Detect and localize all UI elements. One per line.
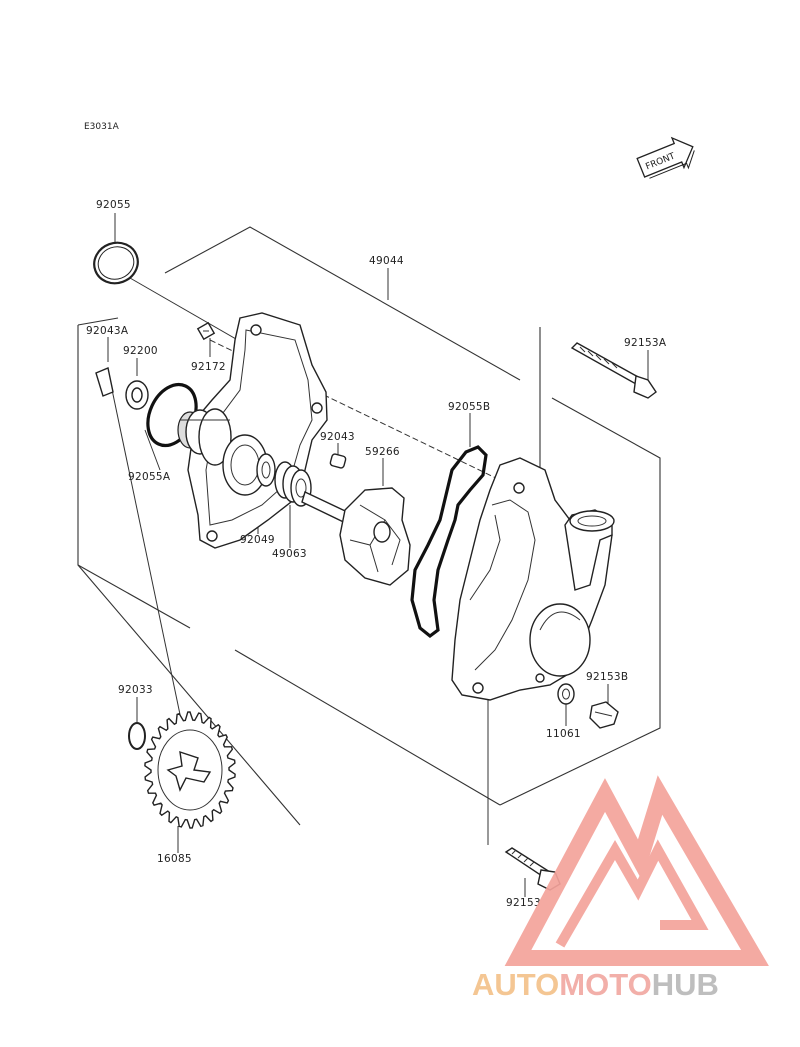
circlip-92033	[128, 722, 146, 750]
o-ring-92055B	[410, 445, 488, 639]
label-92153A: 92153A	[624, 337, 667, 349]
impeller-59266	[339, 487, 411, 586]
label-59266: 59266	[365, 446, 400, 458]
pump-body	[177, 312, 328, 549]
oil-seal-92049	[256, 453, 276, 487]
part-labels: 92055 49044 92043A 92200 92172 92153A 92…	[86, 199, 667, 909]
watermark-part-moto: MOTO	[559, 967, 651, 1002]
watermark-part-auto: AUTO	[472, 967, 559, 1002]
label-11061: 11061	[546, 728, 581, 740]
label-92153: 92153	[506, 897, 541, 909]
watermark-part-hub: HUB	[652, 967, 719, 1002]
gear-hub	[166, 750, 212, 792]
label-92055: 92055	[96, 199, 131, 211]
washer-11061	[557, 683, 575, 705]
gear-16085	[144, 711, 236, 829]
bolt-92153B	[589, 701, 619, 729]
label-16085: 16085	[157, 853, 192, 865]
bolt-92172	[196, 321, 216, 341]
snap-ring-92055	[93, 241, 139, 285]
mechanical-seal-49063	[274, 461, 312, 507]
gear-inner-ring	[157, 729, 223, 811]
front-arrow-icon: FRONT	[636, 136, 695, 179]
label-92200: 92200	[123, 345, 158, 357]
pin-92043A	[95, 367, 114, 397]
label-92033: 92033	[118, 684, 153, 696]
label-92172: 92172	[191, 361, 226, 373]
label-92055A: 92055A	[128, 471, 171, 483]
label-49063: 49063	[272, 548, 307, 560]
pump-cover	[451, 457, 615, 701]
label-92153B: 92153B	[586, 671, 628, 683]
pin-92043	[329, 453, 347, 469]
bolt-92153A	[570, 342, 657, 399]
label-92043A: 92043A	[86, 325, 129, 337]
watermark-text: AUTOMOTOHUB	[472, 967, 719, 1002]
label-92055B: 92055B	[448, 401, 490, 413]
diagram-code: E3031A	[84, 122, 120, 132]
watermark-logo: AUTOMOTOHUB	[472, 775, 769, 1002]
label-92049: 92049	[240, 534, 275, 546]
label-92043: 92043	[320, 431, 355, 443]
label-49044: 49044	[369, 255, 404, 267]
washer-92200	[125, 380, 149, 410]
triangle-logo-icon	[504, 775, 769, 966]
